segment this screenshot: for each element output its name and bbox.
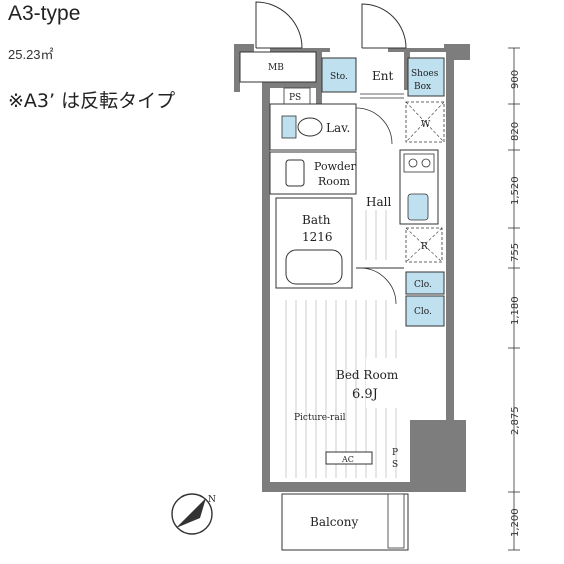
dim-820: 820 <box>510 122 521 141</box>
balcony-label: Balcony <box>310 515 358 529</box>
toilet-bowl <box>297 117 323 137</box>
refrigerator-label: R <box>421 242 428 252</box>
storage-closet <box>321 57 357 93</box>
ps-bottom-label-1: P <box>392 448 398 458</box>
mb-label: MB <box>268 63 284 73</box>
powder-label-2: Room <box>318 175 351 188</box>
ac-label: AC <box>341 455 354 464</box>
kitchen-sink <box>407 193 429 221</box>
powder-label-1: Powder <box>314 160 357 173</box>
bath-label-2: 1216 <box>302 230 333 244</box>
balcony <box>281 493 409 551</box>
dim-1200: 1,200 <box>510 508 521 537</box>
shoes-label-1: Shoes <box>411 69 439 79</box>
storage-label: Sto. <box>330 72 348 82</box>
shoes-box <box>407 57 445 97</box>
reverse-type-note: ※A3’ は反転タイプ <box>8 90 176 112</box>
north-compass: N <box>171 493 216 535</box>
dim-900: 900 <box>510 70 521 89</box>
north-label: N <box>208 495 216 505</box>
entrance-label: Ent <box>372 69 393 83</box>
closet-2-label: Clo. <box>414 307 432 317</box>
dim-1180: 1,180 <box>510 296 521 325</box>
bedroom-label-2: 6.9J <box>352 387 378 402</box>
bedroom-label-1: Bed Room <box>336 368 399 382</box>
air-conditioner <box>325 451 373 465</box>
hall-label: Hall <box>366 195 391 209</box>
dim-755: 755 <box>510 243 521 262</box>
walls <box>234 44 470 492</box>
bathtub <box>285 249 343 285</box>
closet-2 <box>405 295 445 327</box>
unit-type-title: A3-type <box>8 2 81 25</box>
shoes-label-2: Box <box>414 82 431 92</box>
washer-label: W <box>421 120 431 130</box>
dim-1520: 1,520 <box>510 176 521 205</box>
lavatory-label: Lav. <box>326 121 350 135</box>
dim-2875: 2,875 <box>510 406 521 435</box>
entrance-step <box>360 93 404 99</box>
closet-1 <box>405 271 445 295</box>
ps-top-label: PS <box>289 93 301 103</box>
stove <box>403 153 435 173</box>
toilet-tank <box>281 115 297 139</box>
wash-basin <box>285 159 305 187</box>
ps-bottom-label-2: S <box>392 460 398 470</box>
mb-door <box>255 1 303 49</box>
picture-rail-label: Picture-rail <box>294 413 346 423</box>
entrance-door <box>361 3 407 49</box>
dimension-line <box>508 47 520 551</box>
bath-label-1: Bath <box>302 213 331 227</box>
unit-area: 25.23㎡ <box>8 47 54 62</box>
closet-1-label: Clo. <box>414 280 432 290</box>
